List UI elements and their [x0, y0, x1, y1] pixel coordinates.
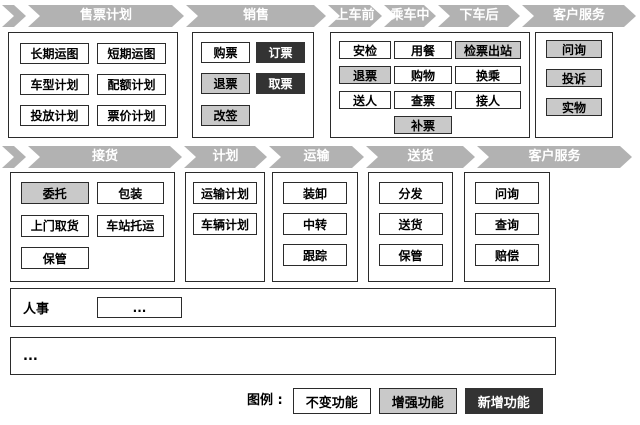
function-box: 安检: [339, 41, 391, 59]
stage-goods-pickup: 接货: [28, 146, 182, 168]
function-box: 保管: [378, 244, 443, 266]
function-box: 送人: [339, 91, 391, 109]
function-box: 上门取货: [21, 214, 89, 237]
other-section: ...: [10, 337, 556, 375]
group-ticket-planning: 长期运图 短期运图 车型计划 配额计划 投放计划 票价计划: [8, 32, 178, 138]
stage-pre-boarding: 上车前: [328, 5, 382, 27]
function-box: 查票: [394, 91, 452, 109]
function-box: 短期运图: [97, 43, 166, 64]
other-more-label: ...: [23, 348, 38, 364]
band2-header-row: 接货 计划 运输 送货 客户服务: [2, 146, 632, 168]
legend-enhanced: 增强功能: [378, 388, 457, 414]
function-box: 换乘: [455, 66, 521, 84]
column-post-alighting: 检票出站 换乘 接人: [455, 41, 521, 129]
function-box: 保管: [21, 247, 89, 270]
group-journey: 安检 退票 送人 用餐 购物 查票 补票 检票出站 换乘 接人: [330, 32, 530, 138]
stage-customer-service-freight: 客户服务: [477, 146, 632, 168]
group-sales: 购票 订票 退票 取票 改签: [192, 32, 314, 138]
legend-new: 新增功能: [464, 388, 543, 414]
legend-unchanged: 不变功能: [292, 388, 371, 414]
function-box: 运输计划: [193, 182, 257, 204]
function-box: 赔偿: [475, 244, 539, 266]
function-box: 配额计划: [97, 74, 166, 95]
function-box: 补票: [394, 116, 452, 134]
stage-customer-service: 客户服务: [522, 5, 636, 27]
group-customer-service-passenger: 问询 投诉 实物: [535, 32, 613, 138]
function-box: 长期运图: [20, 43, 89, 64]
function-box: 票价计划: [97, 105, 166, 126]
stage-post-alighting: 下车后: [438, 5, 520, 27]
group-planning: 运输计划 车辆计划: [185, 172, 265, 282]
function-box: 退票: [339, 66, 391, 84]
function-box: 购票: [201, 42, 250, 63]
group-transport: 装卸 中转 跟踪: [272, 172, 358, 282]
column-riding: 用餐 购物 查票 补票: [394, 41, 452, 134]
function-box: 改签: [201, 104, 250, 126]
function-box: 查询: [475, 213, 539, 235]
function-box: 车站托运: [96, 214, 164, 237]
chevron-icon: [2, 146, 26, 168]
function-box: 购物: [394, 66, 452, 84]
function-box: 问询: [475, 182, 539, 204]
function-box: 取票: [256, 73, 305, 95]
stage-transport: 运输: [269, 146, 364, 168]
group-delivery: 分发 送货 保管: [368, 172, 453, 282]
group-goods-pickup: 委托 包装 上门取货 车站托运 保管: [10, 172, 175, 282]
chevron-icon: [2, 5, 26, 27]
function-box: 问询: [546, 40, 602, 58]
stage-planning: 计划: [184, 146, 267, 168]
function-box: 包装: [96, 182, 164, 204]
function-box: 中转: [283, 213, 347, 235]
function-box: 送货: [378, 213, 443, 235]
function-box: 跟踪: [283, 244, 347, 266]
function-box: 分发: [378, 182, 443, 204]
function-box: 订票: [256, 42, 305, 63]
function-box: 车辆计划: [193, 213, 257, 235]
stage-riding: 乘车中: [384, 5, 436, 27]
hr-label: 人事: [23, 302, 50, 317]
function-box: 投放计划: [20, 105, 89, 126]
function-box: 实物: [546, 98, 602, 116]
stage-ticket-planning: 售票计划: [28, 5, 184, 27]
function-box: 接人: [455, 91, 521, 109]
column-pre-boarding: 安检 退票 送人: [339, 41, 391, 129]
hr-more-box: ...: [97, 297, 182, 318]
legend: 图例 : 不变功能 增强功能 新增功能: [247, 388, 543, 414]
function-box: 投诉: [546, 69, 602, 87]
band1-header-row: 售票计划 销售 上车前 乘车中 下车后 客户服务: [2, 5, 636, 27]
function-box: 检票出站: [455, 41, 521, 59]
function-box: 用餐: [394, 41, 452, 59]
function-box: 委托: [21, 182, 89, 204]
group-customer-service-freight: 问询 查询 赔偿: [464, 172, 550, 282]
hr-section: 人事 ...: [10, 288, 556, 327]
function-box: 退票: [201, 73, 250, 95]
stage-sales: 销售: [186, 5, 326, 27]
stage-delivery: 送货: [366, 146, 475, 168]
function-box: 车型计划: [20, 74, 89, 95]
function-box: 装卸: [283, 182, 347, 204]
legend-title: 图例 :: [247, 393, 283, 408]
